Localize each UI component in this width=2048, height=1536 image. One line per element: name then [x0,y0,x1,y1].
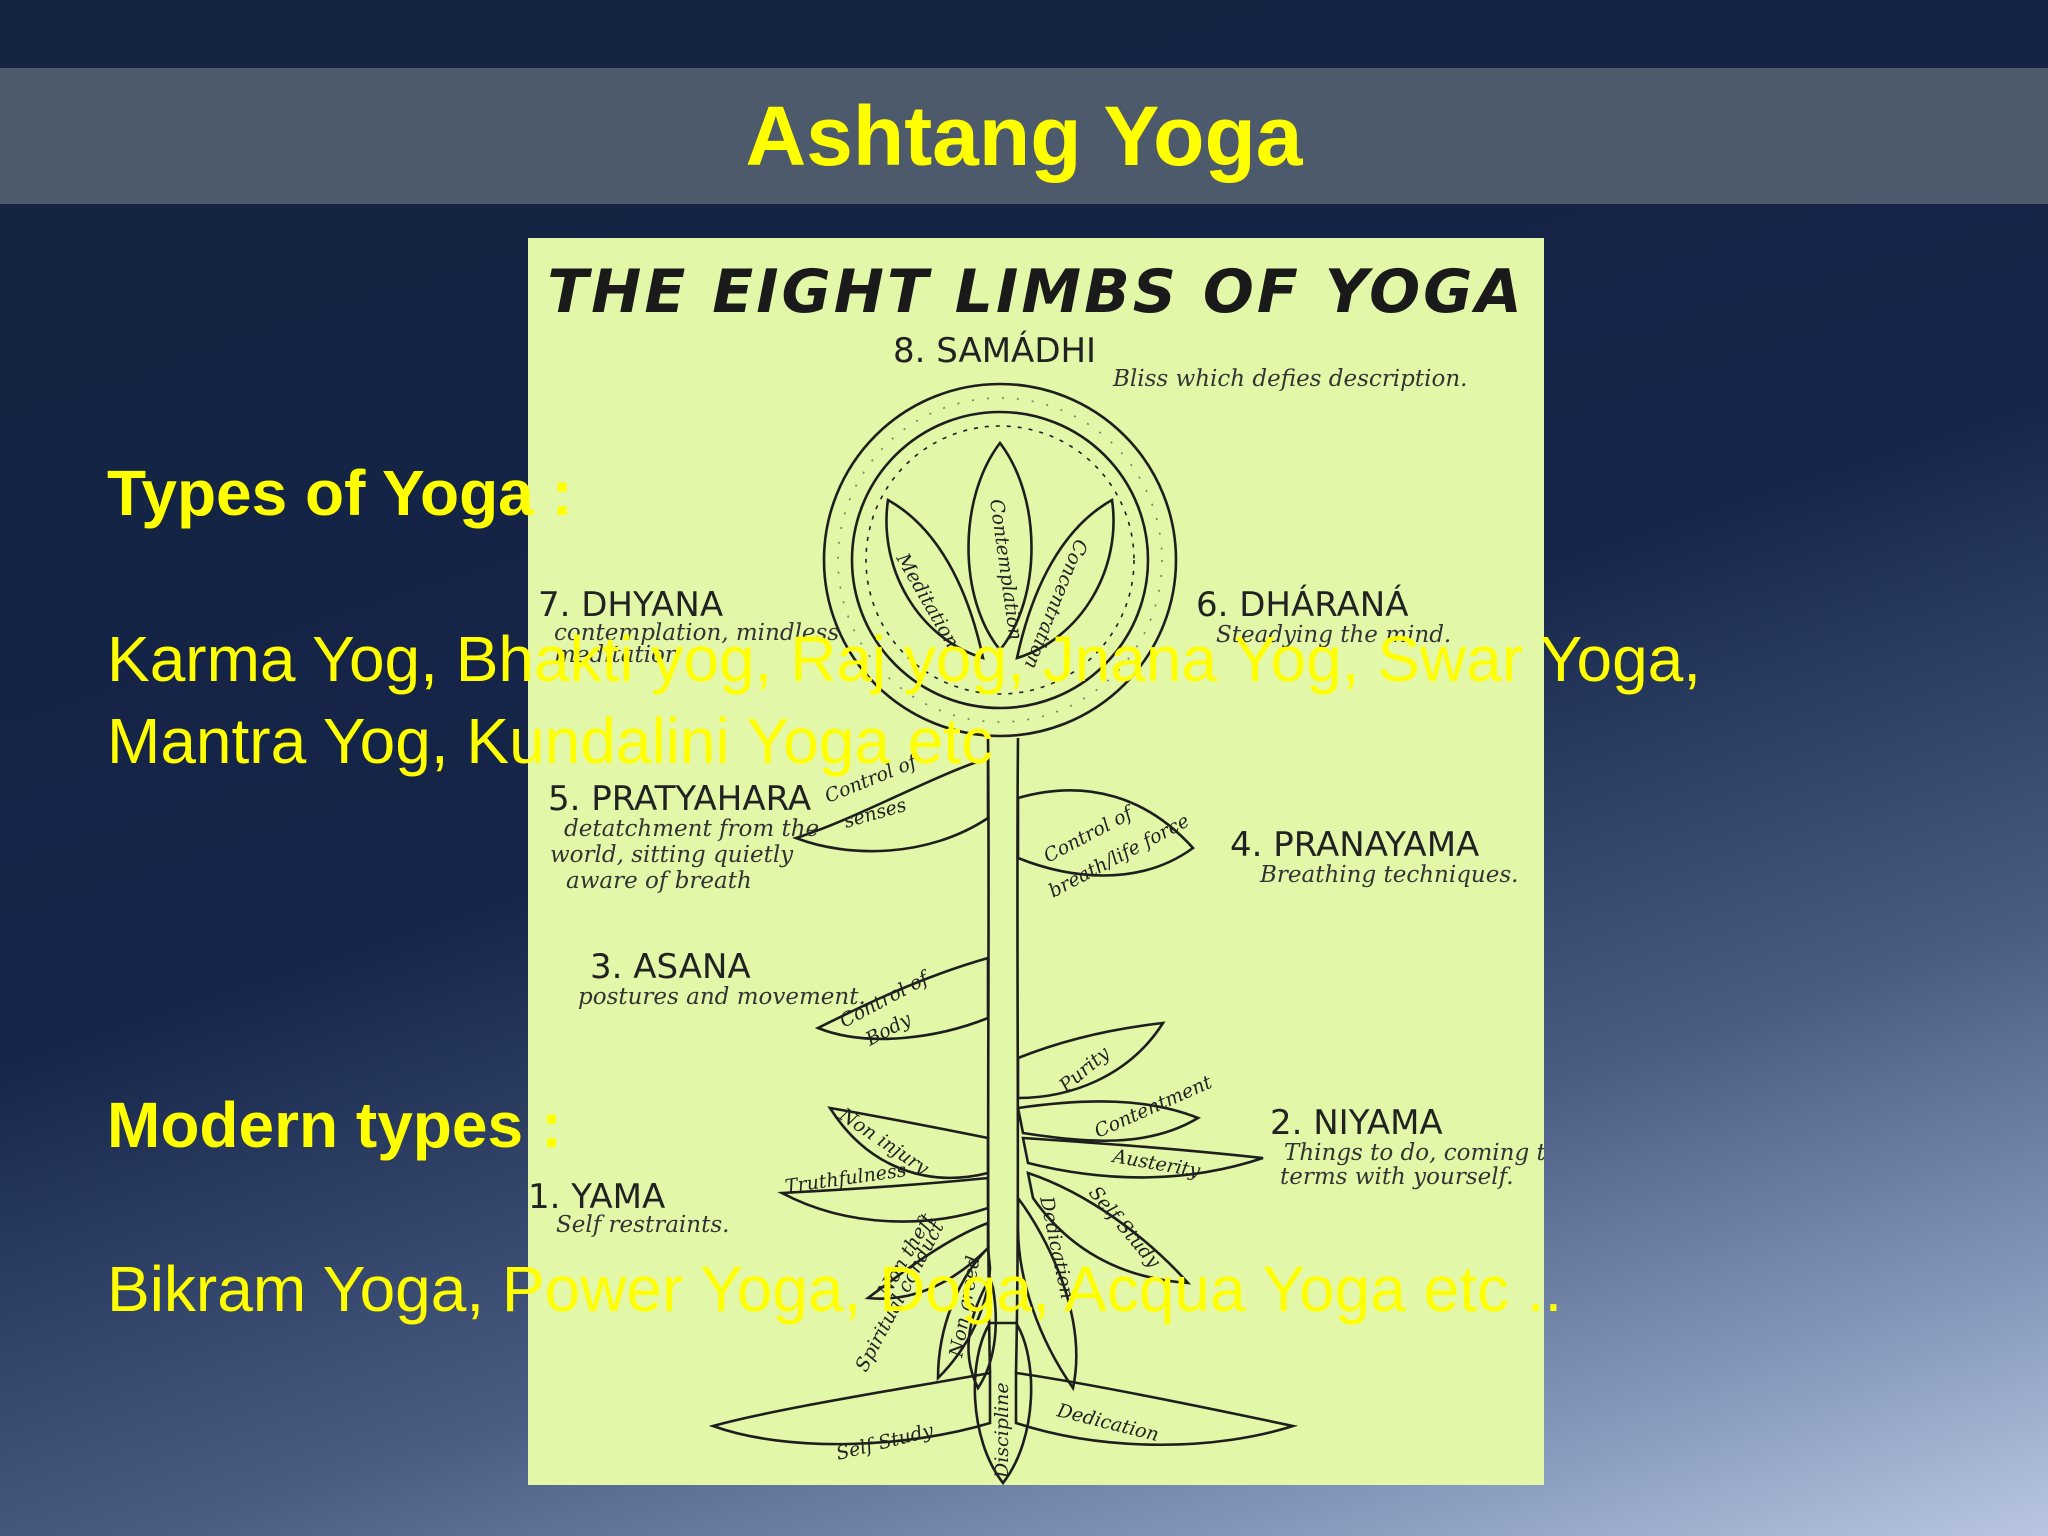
leaf-labels: Control of senses Control of breath/life… [784,750,1216,1479]
root-self-study: Self Study [834,1419,936,1464]
limb-pranayama: 4. PRANAYAMA [1230,825,1479,865]
modern-heading: Modern types : [107,1089,563,1161]
eight-limbs-diagram: THE EIGHT LIMBS OF YOGA Contemplation Me… [528,238,1544,1485]
types-heading: Types of Yoga : [107,457,573,529]
limb-asana: 3. ASANA [590,947,751,987]
title-band [0,68,2048,204]
limb-pratyahara-desc-line1: detatchment from the [564,816,819,842]
limb-pranayama-desc: Breathing techniques. [1259,862,1518,888]
limb-pratyahara-desc-line3: aware of breath [566,868,752,894]
limb-samadhi-desc: Bliss which defies description. [1112,366,1467,392]
limb-labels: 8. SAMÁDHI Bliss which defies descriptio… [528,330,1544,1238]
modern-line: Bikram Yoga, Power Yoga, Doga, Acqua Yog… [107,1253,1563,1325]
leaf-senses-line2: senses [841,794,909,833]
types-line-2: Mantra Yog, Kundalini Yoga etc [107,705,994,777]
root-dedication: Dedication [1054,1399,1161,1446]
limb-dhyana: 7. DHYANA [538,585,723,625]
leaf-purity: Purity [1054,1042,1114,1097]
diagram-title: THE EIGHT LIMBS OF YOGA [547,257,1525,327]
slide-title: Ashtang Yoga [745,89,1303,183]
limb-asana-desc: postures and movement. [578,984,866,1010]
limb-niyama: 2. NIYAMA [1270,1103,1443,1143]
limb-yama: 1. YAMA [528,1177,665,1217]
limb-samadhi: 8. SAMÁDHI [893,330,1096,371]
types-line-1: Karma Yog, Bhakti yog, Raj yog, Jnana Yo… [107,623,1702,695]
limb-niyama-desc-line1: Things to do, coming to [1284,1140,1544,1166]
limb-dharana-desc: Steadying the mind. [1216,622,1451,648]
leaf-contentment: Contentment [1091,1071,1215,1143]
limb-yama-desc: Self restraints. [556,1212,729,1238]
flower-roots [708,1321,1299,1485]
limb-pratyahara-desc-line2: world, sitting quietly [550,842,794,868]
limb-pratyahara: 5. PRATYAHARA [548,779,811,819]
limb-dharana: 6. DHÁRANÁ [1196,584,1408,625]
leaf-truthfulness: Truthfulness [784,1159,908,1198]
eight-limbs-drawing: THE EIGHT LIMBS OF YOGA Contemplation Me… [528,257,1544,1485]
limb-dhyana-desc-line2: meditation [554,642,680,668]
stem-leaves [777,756,1264,1392]
limb-niyama-desc-line2: terms with yourself. [1280,1164,1514,1190]
limb-dhyana-desc-line1: contemplation, mindless [554,620,839,646]
root-discipline: Discipline [991,1382,1013,1479]
